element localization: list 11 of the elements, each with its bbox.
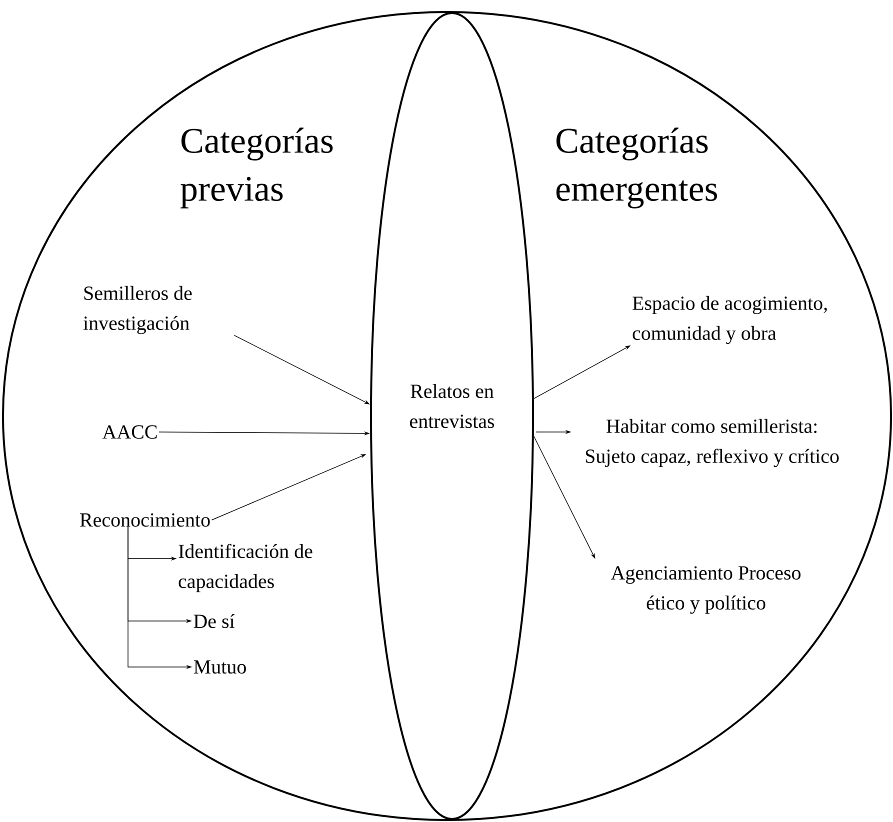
subcategory-text: Mutuo	[194, 660, 246, 674]
category-text: Habitar como semillerista: Sujeto capaz, reflexivo y crítico	[586, 418, 839, 468]
category-text: Agenciamiento Proceso ético y político	[610, 566, 801, 614]
subcategory-text: De sí	[194, 614, 235, 628]
heading: Categorías previas	[180, 128, 333, 208]
subcategory-text: Identificación de capacidades	[178, 544, 312, 592]
heading: Categorías emergentes	[556, 128, 717, 208]
category-text: Espacio de acogimiento, comunidad y obra	[632, 296, 827, 344]
category-text: AACC	[102, 425, 157, 439]
category-text: Reconocimiento	[80, 513, 210, 527]
category-text: Semilleros de investigación	[83, 286, 192, 334]
